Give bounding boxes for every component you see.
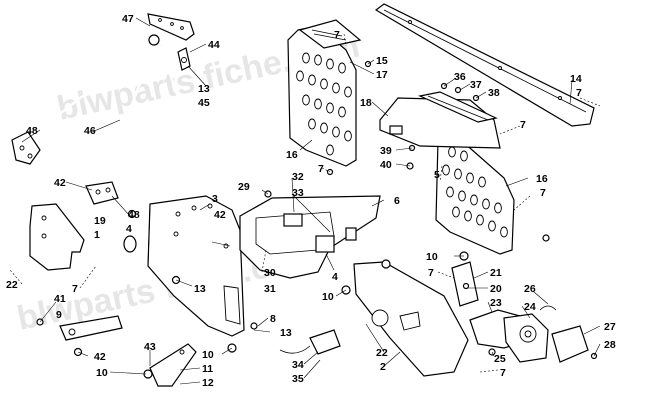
callout-22b: 22 xyxy=(376,347,388,359)
bracket-part-18 xyxy=(379,91,501,149)
callout-21: 21 xyxy=(490,267,502,279)
callout-24: 24 xyxy=(524,301,536,313)
callout-30: 30 xyxy=(264,267,276,279)
callout-17: 17 xyxy=(376,69,388,81)
callout-31: 31 xyxy=(264,283,276,295)
tube-end-bracket-lower xyxy=(85,181,119,205)
callout-labels: 47 44 13 45 48 46 42 48 19 1 4 22 7 41 9… xyxy=(6,13,616,389)
callout-7h: 7 xyxy=(500,367,506,379)
callout-35: 35 xyxy=(292,373,304,385)
gear-housing-part-23 xyxy=(469,309,549,363)
callout-48: 48 xyxy=(26,125,38,137)
callout-12: 12 xyxy=(202,377,214,389)
callout-13b: 13 xyxy=(194,283,206,295)
callout-15: 15 xyxy=(376,55,388,67)
callout-20: 20 xyxy=(490,283,502,295)
callout-36: 36 xyxy=(454,71,466,83)
tube-end-bracket-left xyxy=(11,131,41,165)
callout-5: 5 xyxy=(434,169,440,181)
cross-bar-part-14 xyxy=(374,3,595,127)
callout-19: 19 xyxy=(94,215,106,227)
callout-16: 16 xyxy=(286,149,298,161)
callout-23: 23 xyxy=(490,297,502,309)
callout-7b: 7 xyxy=(318,163,324,175)
callout-48b: 48 xyxy=(128,209,140,221)
clip-part-26 xyxy=(539,305,557,311)
ring-part-4 xyxy=(123,235,137,253)
callout-11: 11 xyxy=(202,363,213,375)
cover-part-27 xyxy=(551,325,589,363)
callout-10: 10 xyxy=(96,367,108,379)
callout-34: 34 xyxy=(292,359,304,371)
callout-9: 9 xyxy=(56,309,62,321)
callout-2: 2 xyxy=(380,361,386,373)
leader-lines xyxy=(9,17,601,385)
callout-13: 13 xyxy=(198,83,210,95)
callout-7e: 7 xyxy=(520,119,526,131)
callout-6: 6 xyxy=(394,195,400,207)
steering-support-tubes xyxy=(34,34,216,199)
callout-7: 7 xyxy=(72,283,78,295)
switch-part-34 xyxy=(279,329,341,355)
callout-10d: 10 xyxy=(426,251,438,263)
callout-4: 4 xyxy=(126,223,132,235)
callout-47: 47 xyxy=(122,13,134,25)
callout-42: 42 xyxy=(54,177,66,189)
callout-32: 32 xyxy=(292,171,304,183)
callout-40: 40 xyxy=(380,159,392,171)
callout-46: 46 xyxy=(84,125,96,137)
callout-3: 3 xyxy=(212,193,218,205)
callout-43: 43 xyxy=(144,341,156,353)
steering-support-plate xyxy=(147,195,245,337)
callout-37: 37 xyxy=(470,79,482,91)
callout-33: 33 xyxy=(292,187,304,199)
callout-26: 26 xyxy=(524,283,536,295)
callout-22: 22 xyxy=(6,279,18,291)
callout-14: 14 xyxy=(570,73,582,85)
electrical-tray xyxy=(239,195,381,279)
callout-42b: 42 xyxy=(94,351,106,363)
callout-16b: 16 xyxy=(536,173,548,185)
callout-18: 18 xyxy=(360,97,372,109)
callout-7d: 7 xyxy=(576,87,582,99)
callout-38: 38 xyxy=(488,87,500,99)
heat-shield-right xyxy=(435,133,515,255)
plate-part-2 xyxy=(353,261,469,377)
upper-mount-bracket xyxy=(147,13,195,71)
callout-10c: 10 xyxy=(322,291,334,303)
callout-44: 44 xyxy=(208,39,220,51)
callout-42c: 42 xyxy=(214,209,226,221)
callout-41: 41 xyxy=(54,293,66,305)
bracket-part-1 xyxy=(29,203,85,271)
callout-7f: 7 xyxy=(540,187,546,199)
callout-4b: 4 xyxy=(332,271,338,283)
callout-8: 8 xyxy=(270,313,276,325)
lower-link-part-9 xyxy=(59,315,123,341)
callout-7g: 7 xyxy=(428,267,434,279)
callout-29: 29 xyxy=(238,181,250,193)
callout-28: 28 xyxy=(604,339,616,351)
callout-45: 45 xyxy=(198,97,210,109)
callout-39: 39 xyxy=(380,145,392,157)
heat-shield-left xyxy=(287,19,362,167)
callout-10b: 10 xyxy=(202,349,214,361)
callout-7c: 7 xyxy=(334,29,340,41)
lower-bracket-part-11 xyxy=(149,343,197,387)
callout-27: 27 xyxy=(604,321,616,333)
callout-13c: 13 xyxy=(280,327,292,339)
callout-25: 25 xyxy=(494,353,506,365)
callout-1: 1 xyxy=(94,229,100,241)
